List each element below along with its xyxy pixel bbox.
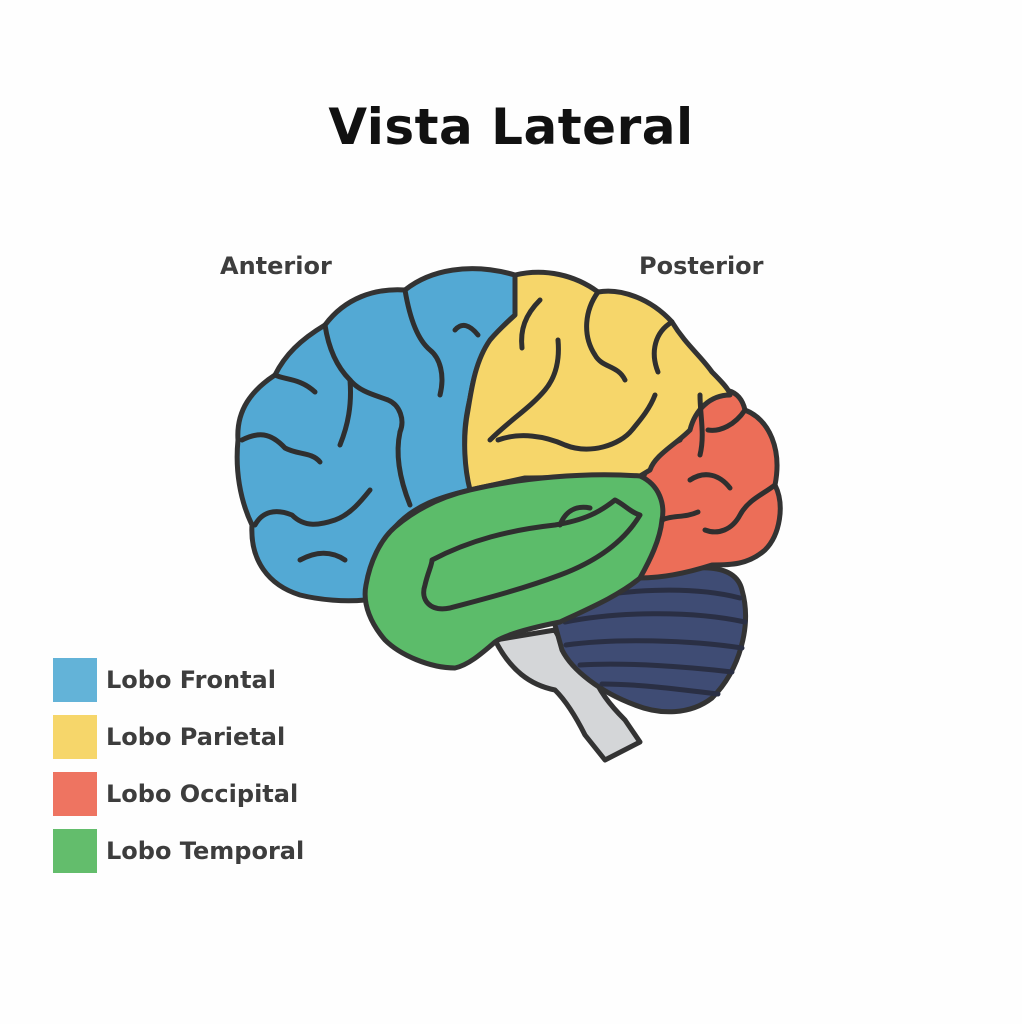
legend: Lobo Frontal Lobo Parietal Lobo Occipita…: [53, 658, 304, 886]
legend-item-occipital: Lobo Occipital: [53, 772, 304, 816]
legend-item-frontal: Lobo Frontal: [53, 658, 304, 702]
temporal-lobe: [362, 472, 666, 671]
legend-swatch-frontal: [53, 658, 97, 702]
legend-swatch-parietal: [53, 715, 97, 759]
legend-swatch-occipital: [53, 772, 97, 816]
legend-label-parietal: Lobo Parietal: [106, 723, 286, 751]
legend-swatch-temporal: [53, 829, 97, 873]
anterior-label: Anterior: [220, 252, 332, 280]
legend-label-frontal: Lobo Frontal: [106, 666, 276, 694]
diagram-title: Vista Lateral: [328, 98, 694, 156]
posterior-label: Posterior: [639, 252, 764, 280]
legend-item-parietal: Lobo Parietal: [53, 715, 304, 759]
legend-item-temporal: Lobo Temporal: [53, 829, 304, 873]
legend-label-occipital: Lobo Occipital: [106, 780, 299, 808]
legend-label-temporal: Lobo Temporal: [106, 837, 305, 865]
sulci-lines: [239, 287, 778, 612]
